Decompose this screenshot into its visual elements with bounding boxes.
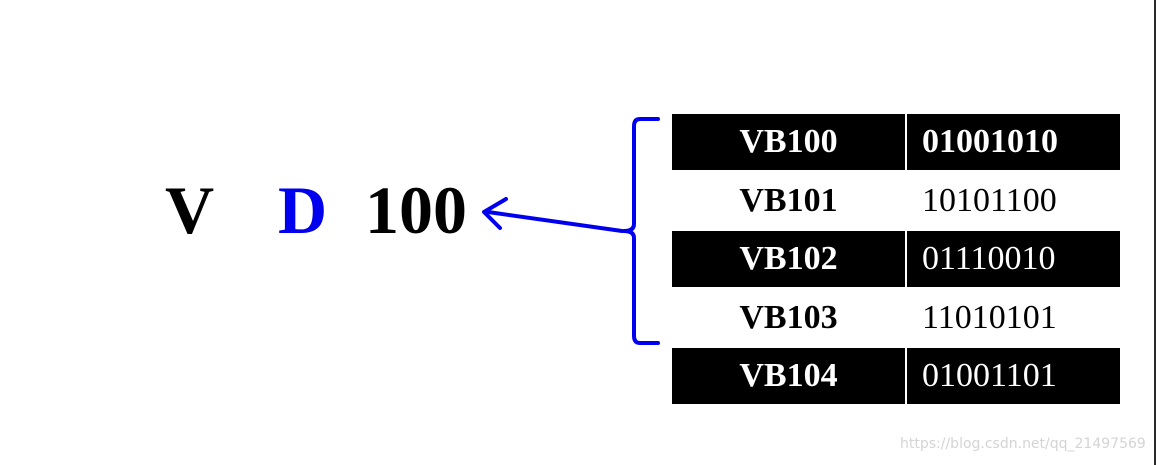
address-number: 100 [365,172,467,248]
arrow-head [482,197,508,230]
byte-address: VB104 [672,348,905,404]
right-border-line [1154,0,1156,465]
curly-bracket [622,117,660,345]
byte-address: VB100 [672,114,905,170]
watermark: https://blog.csdn.net/qq_21497569 [900,436,1146,452]
memory-row: VB104 01001101 [672,348,1120,404]
byte-value: 10101100 [907,173,1120,229]
memory-row: VB100 01001010 [672,114,1120,170]
memory-row: VB103 11010101 [672,290,1120,346]
byte-address: VB102 [672,231,905,287]
memory-row: VB102 01110010 [672,231,1120,287]
byte-value: 01001010 [907,114,1120,170]
memory-row: VB101 10101100 [672,173,1120,229]
byte-value: 01110010 [907,231,1120,287]
address-size-letter: D [278,172,328,248]
byte-value: 11010101 [907,290,1120,346]
byte-value: 01001101 [907,348,1120,404]
byte-address: VB101 [672,173,905,229]
address-area-letter: V [165,172,215,248]
arrow-shaft [486,210,624,233]
byte-address: VB103 [672,290,905,346]
